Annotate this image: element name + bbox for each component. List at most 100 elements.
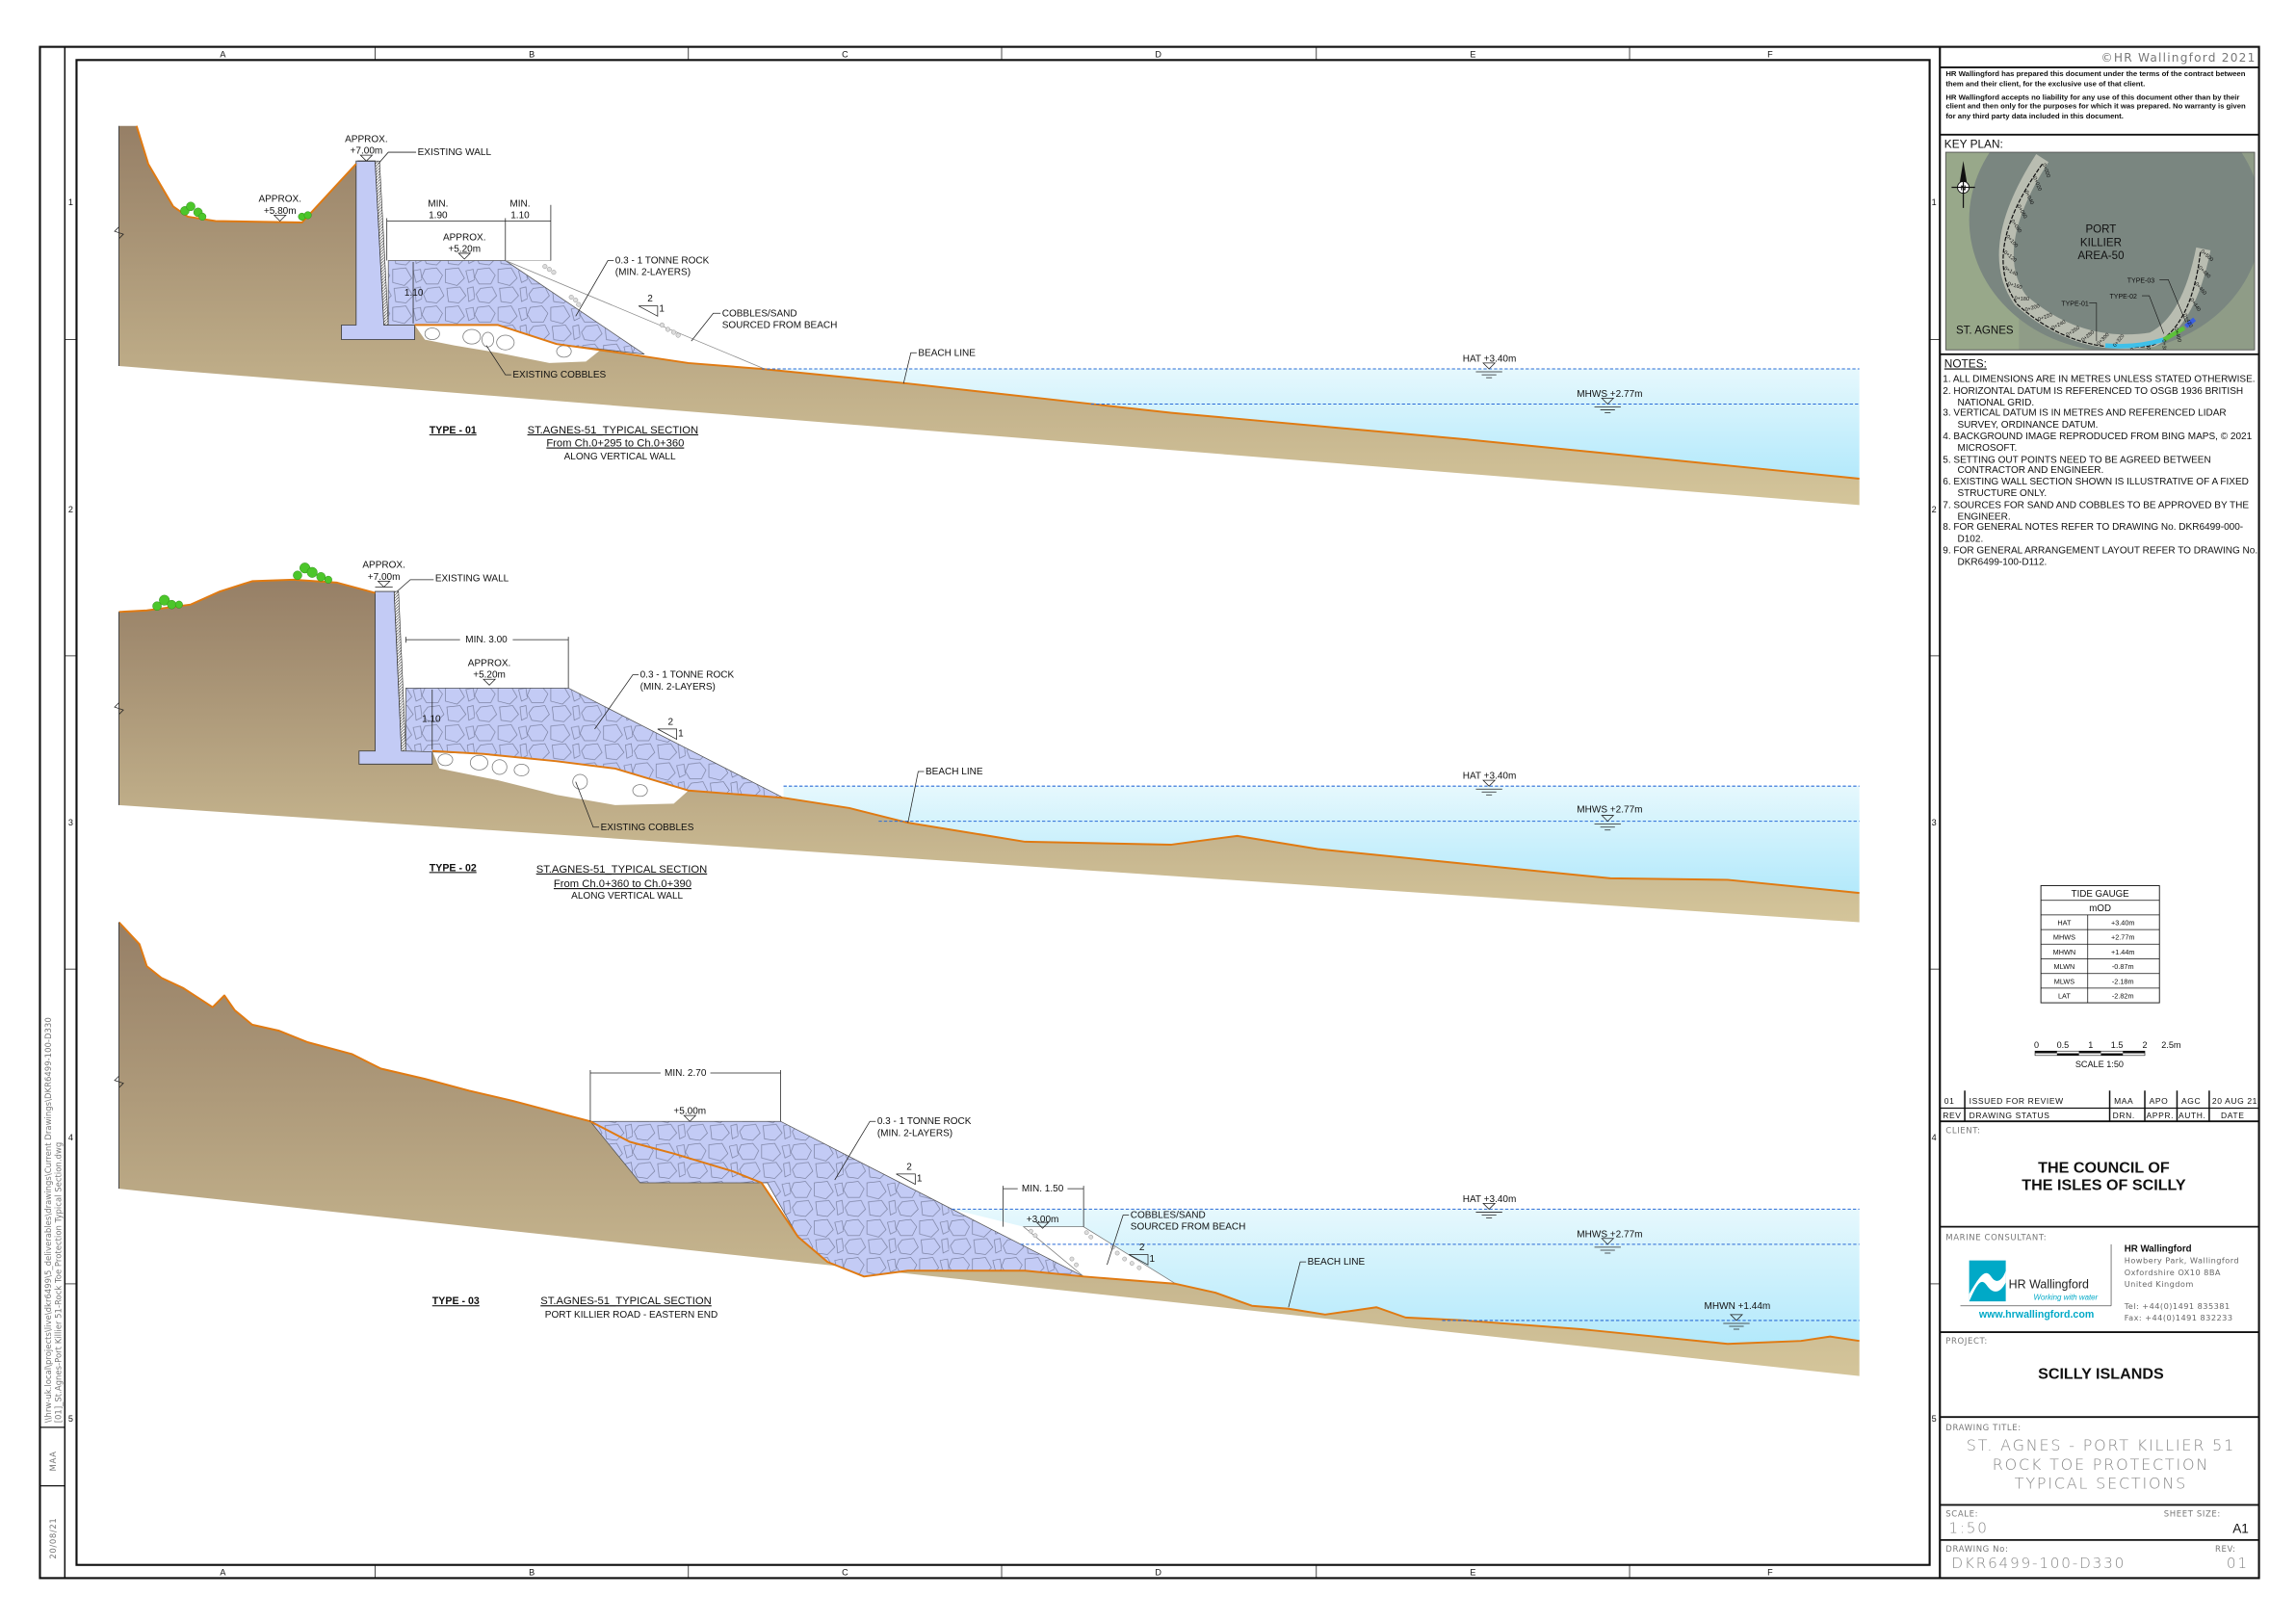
beach-line xyxy=(117,921,1860,1346)
consultant-label: MARINE CONSULTANT: xyxy=(1945,1233,2047,1243)
grid-column-label: F xyxy=(1767,49,1773,59)
water-level-icon xyxy=(1475,362,1502,379)
key-plan-type-label: TYPE-01 xyxy=(2061,301,2088,308)
tide-level: MLWN xyxy=(2054,962,2075,971)
hr-wallingford-logo: HR Wallingford Working with water www.hr… xyxy=(1960,1243,2112,1321)
drawing-title: ROCK TOE PROTECTION xyxy=(1993,1455,2209,1474)
level-marker-icon xyxy=(273,215,287,222)
drawing-number-label: DRAWING No: xyxy=(1945,1545,2008,1555)
label-rock-layers: (MIN. 2-LAYERS) xyxy=(640,682,716,693)
grid-row-label: 1 xyxy=(68,197,73,207)
drawing-title-label: DRAWING TITLE: xyxy=(1945,1424,2021,1433)
revision-approved: APO xyxy=(2150,1096,2169,1106)
section-title: ST.AGNES-51_TYPICAL SECTION xyxy=(536,864,708,876)
slope-triangle-icon xyxy=(638,305,659,317)
section-type-label: TYPE - 03 xyxy=(432,1295,480,1307)
revision-header: DRN. xyxy=(2113,1111,2135,1120)
key-plan-area-label: PORT xyxy=(2085,224,2116,236)
scale-label: SCALE: xyxy=(1945,1510,1978,1520)
label-cobbles: COBBLES/SAND xyxy=(1131,1211,1206,1221)
type-02-extent xyxy=(2162,326,2186,342)
tide-value: -2.82m xyxy=(2112,992,2134,1001)
consultant-tel: Tel: +44(0)1491 835381 xyxy=(2124,1301,2231,1311)
sheet-frame: A B C D E F A B C D E F 1 2 3 4 5 1 2 3 … xyxy=(39,45,2260,1580)
water-level-icon xyxy=(1475,779,1502,796)
note-item: 9. FOR GENERAL ARRANGEMENT LAYOUT REFER … xyxy=(1943,545,2258,568)
grid-row-label: 5 xyxy=(68,1414,73,1424)
label-rock-layers: (MIN. 2-LAYERS) xyxy=(877,1128,952,1138)
label-approx: APPROX. xyxy=(362,561,405,571)
revision-status: ISSUED FOR REVIEW xyxy=(1970,1096,2064,1106)
label-berm-width: MIN. 1.50 xyxy=(1022,1184,1064,1194)
section-type-label: TYPE - 01 xyxy=(430,425,477,436)
section-subtitle: From Ch.0+295 to Ch.0+360 xyxy=(546,438,684,450)
existing-cobbles-area xyxy=(414,325,601,363)
label-approx: APPROX. xyxy=(258,195,301,205)
label-existing-cobbles: EXISTING COBBLES xyxy=(601,823,694,833)
website-link[interactable]: www.hrwallingford.com xyxy=(1978,1309,2094,1321)
label-slope-v: 1 xyxy=(917,1174,923,1185)
key-plan-area-label: KILLIER xyxy=(2080,237,2122,249)
water xyxy=(952,1209,1860,1345)
note-item: 7. SOURCES FOR SAND AND COBBLES TO BE AP… xyxy=(1943,500,2250,522)
label-approx: APPROX. xyxy=(443,232,486,243)
key-plan-type-label: TYPE-03 xyxy=(2127,277,2154,284)
label-rock-thickness: 1.10 xyxy=(404,288,424,299)
label-beach-line: BEACH LINE xyxy=(1308,1257,1366,1268)
level-marker-icon xyxy=(683,1114,697,1122)
sheet-size: A1 xyxy=(2232,1521,2249,1535)
consultant-address: United Kingdom xyxy=(2125,1279,2194,1289)
grid-row-label: 5 xyxy=(1932,1414,1937,1424)
grid-column-label: B xyxy=(529,49,535,59)
tide-value: -2.18m xyxy=(2112,977,2134,985)
file-path-filename: [01]_St.Agnes-Port Killier 51-Rock Toe P… xyxy=(55,1142,65,1424)
grid-column-label: C xyxy=(842,49,848,59)
beach-cobbles xyxy=(542,264,681,338)
revision-header: REV xyxy=(1943,1111,1961,1120)
label-beach-line: BEACH LINE xyxy=(918,348,976,358)
label-rock: 0.3 - 1 TONNE ROCK xyxy=(640,670,735,681)
revision-header: DATE xyxy=(2221,1111,2244,1120)
section-subtitle: PORT KILLIER ROAD - EASTERN END xyxy=(545,1310,718,1321)
revision-drawn: MAA xyxy=(2114,1096,2133,1106)
scale-tick-label: 2 xyxy=(2142,1040,2147,1050)
grid-column-label: A xyxy=(220,1567,226,1577)
grid-row-label: 1 xyxy=(1932,197,1937,207)
label-approx: APPROX. xyxy=(468,659,511,669)
beach-line xyxy=(135,125,357,224)
consultant-address: Howbery Park, Wallingford xyxy=(2125,1256,2239,1266)
tide-value: +1.44m xyxy=(2111,948,2135,956)
disclaimer-text: HR Wallingford accepts no liability for … xyxy=(1945,92,2246,122)
key-plan-place-label: ST. AGNES xyxy=(1956,326,2014,337)
revision-header: DRAWING STATUS xyxy=(1970,1111,2050,1120)
grid-row-label: 3 xyxy=(1932,818,1937,827)
grid-row-label: 2 xyxy=(68,505,73,514)
grid-column-label: F xyxy=(1767,1567,1773,1577)
label-existing-cobbles: EXISTING COBBLES xyxy=(512,370,606,380)
chainage-label: 0+160 xyxy=(2007,281,2022,291)
chainage-label: 0+200 xyxy=(2024,303,2040,313)
note-item: 1. ALL DIMENSIONS ARE IN METRES UNLESS S… xyxy=(1943,375,2256,385)
section-subtitle: From Ch.0+360 to Ch.0+390 xyxy=(554,878,691,890)
cobble-slope-line xyxy=(505,260,765,370)
label-slope-h: 2 xyxy=(667,717,673,727)
tide-level: MHWS xyxy=(2053,933,2075,942)
rev-label: REV: xyxy=(2215,1545,2236,1555)
note-item: 5. SETTING OUT POINTS NEED TO BE AGREED … xyxy=(1943,455,2211,477)
label-hat: HAT +3.40m xyxy=(1463,1194,1517,1205)
beach-line xyxy=(431,749,1860,895)
existing-cobbles xyxy=(437,753,648,798)
vegetation xyxy=(180,201,312,221)
section-type-03: MIN. 2.70 +5.00m 0.3 - 1 TONNE ROCK (MIN… xyxy=(114,921,1860,1376)
label-slope-v: 1 xyxy=(659,304,665,315)
type-03-extent xyxy=(2184,317,2197,328)
label-crest-width: 1.90 xyxy=(429,210,448,221)
label-crest-width: MIN. 3.00 xyxy=(465,635,508,645)
type-01-extent xyxy=(2104,337,2165,349)
scale-tick-label: 1 xyxy=(2088,1040,2093,1050)
key-plan-heading: KEY PLAN: xyxy=(1944,138,2003,151)
level-marker-icon xyxy=(357,154,376,162)
vegetation xyxy=(152,562,332,612)
dimension-line xyxy=(386,204,552,261)
label-existing-wall: EXISTING WALL xyxy=(418,147,492,158)
